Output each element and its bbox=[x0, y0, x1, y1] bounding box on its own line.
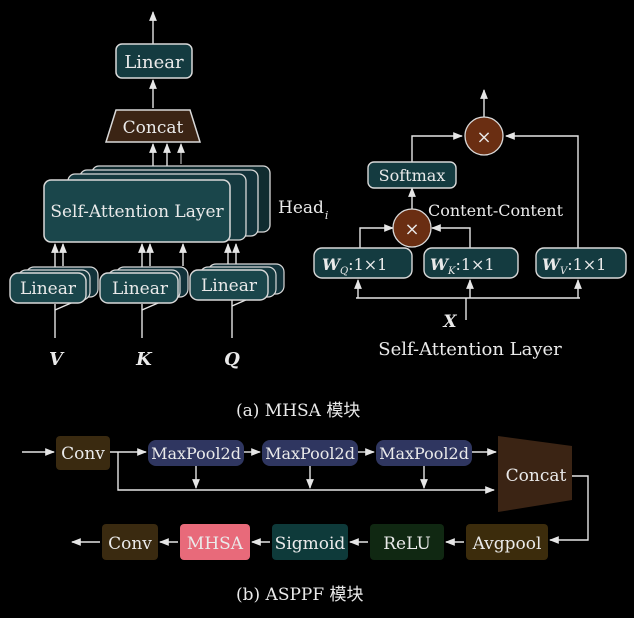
softmax-label: Softmax bbox=[379, 166, 446, 185]
asppf-avgpool[interactable]: Avgpool bbox=[466, 524, 548, 560]
wk-sub: K bbox=[447, 266, 456, 277]
asppf-conv-in[interactable]: Conv bbox=[56, 436, 110, 470]
linear-q-stack[interactable]: Linear bbox=[189, 263, 285, 301]
relu-label: ReLU bbox=[383, 534, 431, 554]
multiply-symbol-lower: × bbox=[404, 219, 419, 240]
avgpool-label: Avgpool bbox=[472, 534, 542, 554]
concat-label: Concat bbox=[123, 118, 184, 138]
input-k-label: K bbox=[135, 349, 153, 370]
linear-v-stack[interactable]: Linear bbox=[9, 266, 99, 304]
caption-a: (a) MHSA 模块 bbox=[236, 401, 361, 421]
svg-text:WK:1×1: WK:1×1 bbox=[430, 255, 495, 277]
asppf-connectors bbox=[22, 448, 589, 546]
asppf-sigmoid[interactable]: Sigmoid bbox=[272, 524, 348, 560]
head-label: Head bbox=[278, 198, 324, 218]
wv-dims: :1×1 bbox=[567, 255, 606, 274]
wq-box[interactable]: WQ:1×1 bbox=[313, 247, 413, 279]
linear-top-box[interactable]: Linear bbox=[115, 43, 193, 79]
wv-sub: V bbox=[560, 266, 569, 277]
head-subscript: i bbox=[325, 209, 329, 222]
wv-main: W bbox=[542, 255, 562, 274]
wk-box[interactable]: WK:1×1 bbox=[423, 247, 519, 279]
content-content-label: Content-Content bbox=[428, 201, 564, 220]
wk-dims: :1×1 bbox=[455, 255, 494, 274]
wk-main: W bbox=[430, 255, 450, 274]
self-attention-detail bbox=[354, 89, 582, 320]
multiply-node-lower: × bbox=[392, 208, 432, 248]
asppf-concat[interactable]: Concat bbox=[498, 436, 572, 512]
caption-b: (b) ASPPF 模块 bbox=[236, 585, 364, 605]
softmax-box[interactable]: Softmax bbox=[367, 161, 457, 189]
svg-text:WQ:1×1: WQ:1×1 bbox=[322, 255, 387, 277]
self-attention-label: Self-Attention Layer bbox=[50, 202, 224, 222]
linear-k-label: Linear bbox=[112, 279, 169, 299]
conv-in-label: Conv bbox=[61, 444, 105, 464]
maxpool-2-label: MaxPool2d bbox=[265, 444, 355, 463]
multiply-symbol-top: × bbox=[476, 127, 491, 148]
asppf-maxpool-3[interactable]: MaxPool2d bbox=[376, 440, 472, 466]
asppf-concat-label: Concat bbox=[506, 466, 567, 486]
wv-box[interactable]: WV:1×1 bbox=[535, 247, 627, 279]
asppf-maxpool-2[interactable]: MaxPool2d bbox=[262, 440, 358, 466]
wq-dims: :1×1 bbox=[348, 255, 387, 274]
wq-sub: Q bbox=[340, 266, 348, 277]
concat-block[interactable]: Concat bbox=[104, 109, 202, 143]
asppf-relu[interactable]: ReLU bbox=[370, 524, 444, 560]
asppf-maxpool-1[interactable]: MaxPool2d bbox=[148, 440, 244, 466]
asppf-conv-out[interactable]: Conv bbox=[102, 524, 158, 560]
maxpool-3-label: MaxPool2d bbox=[379, 444, 469, 463]
mhsa-label: MHSA bbox=[187, 534, 244, 554]
linear-top-label: Linear bbox=[124, 52, 184, 73]
asppf-mhsa[interactable]: MHSA bbox=[180, 524, 250, 560]
input-q-label: Q bbox=[224, 349, 240, 370]
conv-out-label: Conv bbox=[108, 534, 152, 554]
self-attention-detail-title: Self-Attention Layer bbox=[378, 339, 562, 360]
svg-text:WV:1×1: WV:1×1 bbox=[542, 255, 606, 277]
sigmoid-label: Sigmoid bbox=[275, 534, 346, 554]
maxpool-1-label: MaxPool2d bbox=[151, 444, 241, 463]
multiply-node-top: × bbox=[464, 116, 504, 156]
linear-q-label: Linear bbox=[201, 276, 258, 296]
svg-text:Headi: Headi bbox=[278, 198, 328, 222]
input-x-label: X bbox=[442, 312, 457, 332]
self-attention-stack[interactable]: Self-Attention Layer bbox=[43, 165, 271, 243]
wq-main: W bbox=[322, 255, 342, 274]
linear-v-label: Linear bbox=[20, 279, 77, 299]
linear-k-stack[interactable]: Linear bbox=[99, 266, 189, 304]
input-v-label: V bbox=[49, 349, 65, 370]
